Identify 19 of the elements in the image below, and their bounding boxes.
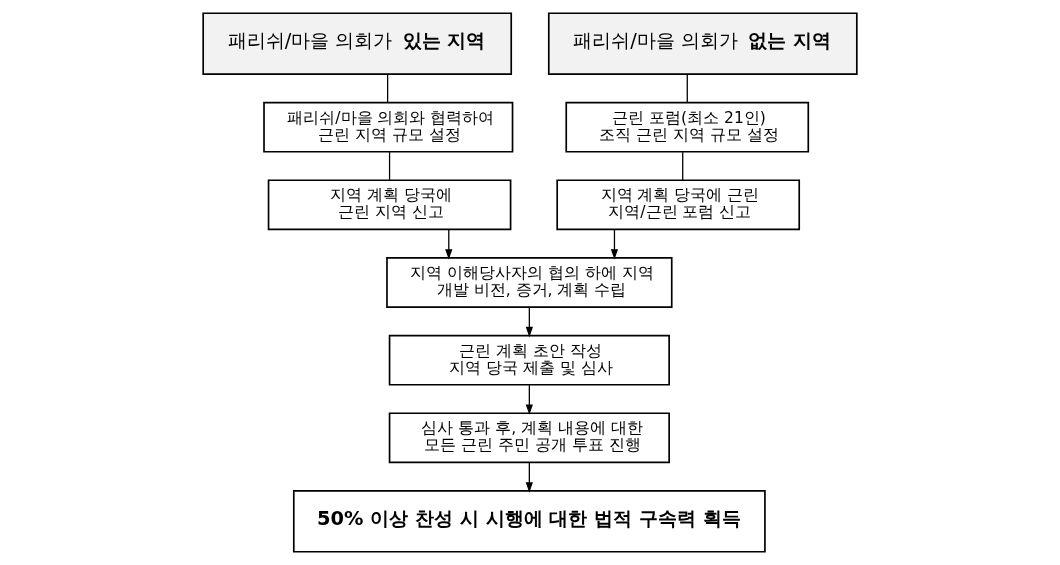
node-box: 패리쉬/마을 의회가 없는 지역 (547, 12, 858, 75)
node-box: 심사 통과 후, 계획 내용에 대한 모든 근린 주민 공개 투표 진행 (388, 412, 670, 464)
node-box: 패리쉬/마을 의회와 협력하여 근린 지역 규모 설정 (263, 101, 514, 153)
connector (682, 151, 684, 181)
arrow (525, 461, 533, 493)
node-box: 지역 계획 당국에 근린 지역/근린 포럼 신고 (556, 179, 801, 231)
arrow (445, 229, 453, 260)
connector (386, 73, 389, 104)
arrow (525, 306, 533, 338)
node-box: 패리쉬/마을 의회가 있는 지역 (202, 12, 513, 75)
connector (388, 151, 391, 181)
arrow (610, 229, 619, 260)
node-box: 지역 이해당사자의 협의 하에 지역 개발 비전, 증거, 계획 수립 (386, 257, 673, 308)
node-box: 지역 계획 당국에 근린 지역 신고 (267, 179, 512, 231)
node-box: 50% 이상 찬성 시 시행에 대한 법적 구속력 획득 (292, 490, 766, 553)
node-box: 근린 포럼(최소 21인) 조직 근린 지역 규모 설정 (565, 101, 810, 153)
connector (686, 73, 688, 104)
node-box: 근린 계획 초안 작성 지역 당국 제출 및 심사 (388, 334, 670, 386)
arrow (525, 384, 533, 415)
